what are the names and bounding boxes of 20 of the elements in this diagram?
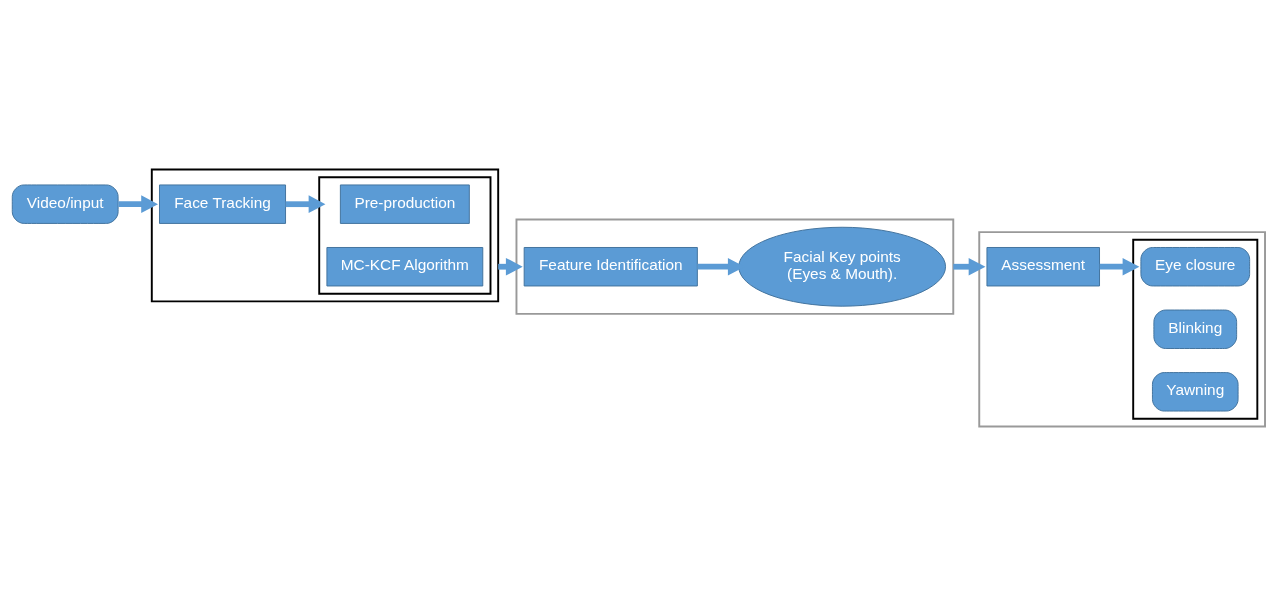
cluster (318, 176, 492, 295)
node-box: Yawning (1151, 372, 1239, 412)
cluster (978, 231, 1266, 428)
node-box: Video/input (11, 184, 119, 224)
cluster (515, 218, 955, 315)
node-box: Eye closure (1140, 247, 1251, 287)
arrow (118, 195, 158, 213)
arrow (953, 257, 986, 276)
node-box: MC-KCF Algorithm (326, 247, 484, 287)
cluster (150, 168, 500, 303)
node-box: Blinking (1153, 309, 1238, 349)
arrow (498, 257, 523, 276)
cluster (1132, 238, 1259, 420)
arrow (1099, 257, 1140, 276)
node-ellipse: Facial Key points (Eyes & Mouth). (738, 226, 947, 307)
node-box: Pre-production (339, 184, 470, 224)
arrow (285, 195, 326, 213)
node-box: Feature Identification (523, 247, 698, 287)
node-box: Face Tracking (159, 184, 287, 224)
node-box: Assessment (986, 247, 1100, 287)
